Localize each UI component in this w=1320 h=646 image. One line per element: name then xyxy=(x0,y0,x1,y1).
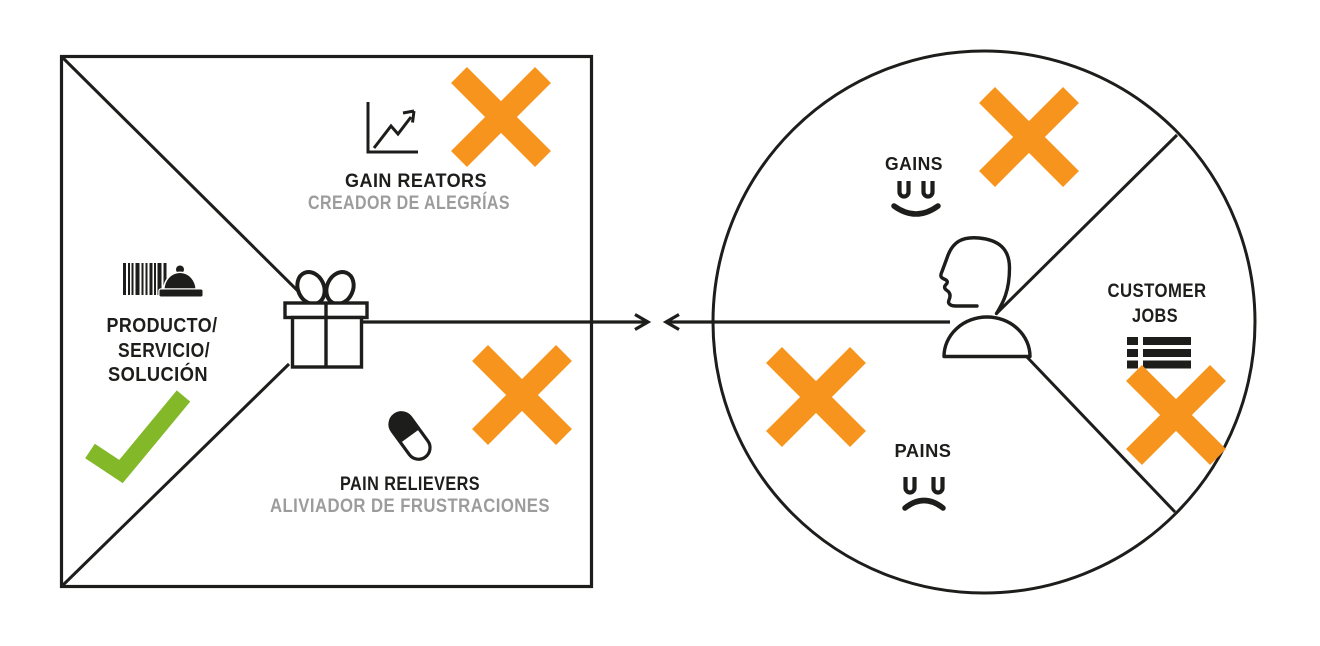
gift-icon xyxy=(283,270,369,369)
value-map-square: GAIN REATORS CREADOR DE ALEGRÍAS xyxy=(59,54,950,589)
product-label-line1: PRODUCTO/ xyxy=(107,315,218,337)
cross-mark-pains xyxy=(766,347,866,447)
circle-divider-bottom xyxy=(1024,354,1177,514)
circle-divider-top xyxy=(995,133,1179,315)
person-shoulders xyxy=(942,315,1032,359)
gain-creators-label: GAIN REATORS xyxy=(345,171,487,192)
gain-creators-section: GAIN REATORS CREADOR DE ALEGRÍAS xyxy=(308,67,551,214)
check-mark xyxy=(85,390,191,484)
task-list-icon xyxy=(1127,337,1191,369)
square-divider-top xyxy=(60,55,309,302)
smiley-face-icon xyxy=(891,181,941,217)
cross-mark-customer-jobs xyxy=(1126,365,1226,465)
person-head xyxy=(939,236,1012,316)
connector-arrows xyxy=(360,313,950,331)
pain-relievers-label: PAIN RELIEVERS xyxy=(340,474,480,495)
barcode-icon xyxy=(123,263,167,295)
customer-jobs-label-line2: JOBS xyxy=(1132,306,1178,327)
product-section: PRODUCTO/ SERVICIO/ SOLUCIÓN xyxy=(85,263,218,484)
pill-icon xyxy=(388,411,432,461)
product-label-line2: SERVICIO/ xyxy=(118,340,210,362)
cross-mark-pain-relievers xyxy=(472,345,572,445)
customer-jobs-label-line1: CUSTOMER xyxy=(1108,281,1207,302)
pains-label: PAINS xyxy=(895,441,952,461)
customer-jobs-section: CUSTOMER JOBS xyxy=(1108,281,1226,465)
pain-relievers-section: PAIN RELIEVERS ALIVIADOR DE FRUSTRACIONE… xyxy=(270,345,572,517)
gains-label: GAINS xyxy=(885,154,943,174)
line-chart-icon xyxy=(366,102,418,154)
person-icon xyxy=(939,236,1032,359)
frown-face-icon xyxy=(902,477,946,511)
pains-section: PAINS xyxy=(766,347,952,511)
customer-profile-circle: GAINS CUSTOMER JOBS xyxy=(711,49,1257,595)
cross-mark-gain-creators xyxy=(451,67,551,167)
product-label-line3: SOLUCIÓN xyxy=(108,362,208,386)
pain-relievers-sublabel: ALIVIADOR DE FRUSTRACIONES xyxy=(270,496,550,517)
cross-mark-gains xyxy=(979,87,1079,187)
arrow-left-head-icon xyxy=(662,313,680,331)
gains-section: GAINS xyxy=(885,87,1079,217)
gain-creators-sublabel: CREADOR DE ALEGRÍAS xyxy=(308,192,510,214)
square-divider-bottom xyxy=(60,362,291,588)
customer-profile-border xyxy=(711,49,1257,595)
arrow-right-head-icon xyxy=(634,313,652,331)
cloche-icon xyxy=(158,264,204,298)
